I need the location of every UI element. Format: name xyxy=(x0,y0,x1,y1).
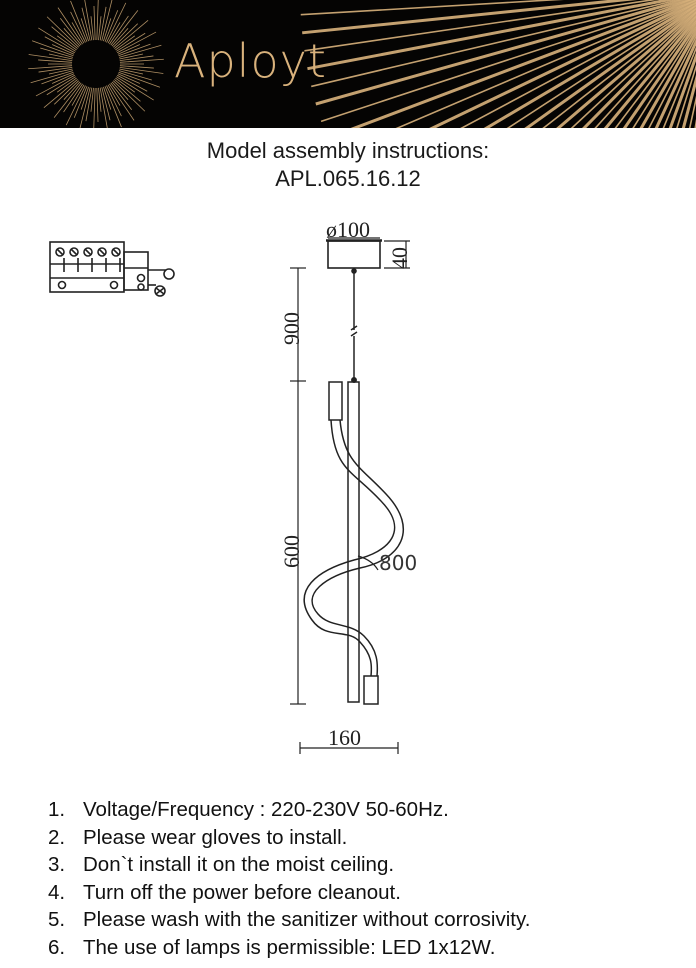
list-item: 6.The use of lamps is permissible: LED 1… xyxy=(48,935,496,959)
curve-length-leader xyxy=(357,555,379,571)
list-item: 5.Please wash with the sanitizer without… xyxy=(48,908,531,931)
brand-header: Aployt xyxy=(0,0,696,128)
list-item: 2.Please wear gloves to install. xyxy=(48,825,348,849)
instruction-list: 1.Voltage/Frequency : 220-230V 50-60Hz. … xyxy=(48,796,530,961)
list-item: 4.Turn off the power before cleanout. xyxy=(48,880,401,904)
model-number: APL.065.16.12 xyxy=(275,166,421,191)
width-dimension-line xyxy=(299,742,399,754)
ceiling-canopy xyxy=(326,239,382,274)
dim-cable-length: 900 xyxy=(279,312,304,345)
dim-canopy-height: 40 xyxy=(387,247,412,269)
list-item: 3.Don`t install it on the moist ceiling. xyxy=(48,853,395,876)
document-title: Model assembly instructions: xyxy=(206,138,490,163)
terminal-block-icon xyxy=(49,241,175,297)
list-item: 1.Voltage/Frequency : 220-230V 50-60Hz. xyxy=(48,798,449,821)
dim-canopy-diameter: ø100 xyxy=(326,217,370,242)
sunburst-icon xyxy=(28,0,696,128)
suspension-cable xyxy=(350,272,358,383)
dim-width: 160 xyxy=(328,725,361,750)
lamp-body xyxy=(303,381,405,705)
technical-drawing: ø100 40 900 600 800 xyxy=(49,217,417,754)
height-dimension-line xyxy=(290,267,306,705)
dim-curve-length: 800 xyxy=(379,551,417,575)
dim-body-height: 600 xyxy=(279,535,304,568)
canopy-height-dimension xyxy=(384,240,410,269)
brand-logo-text: Aployt xyxy=(174,34,327,88)
